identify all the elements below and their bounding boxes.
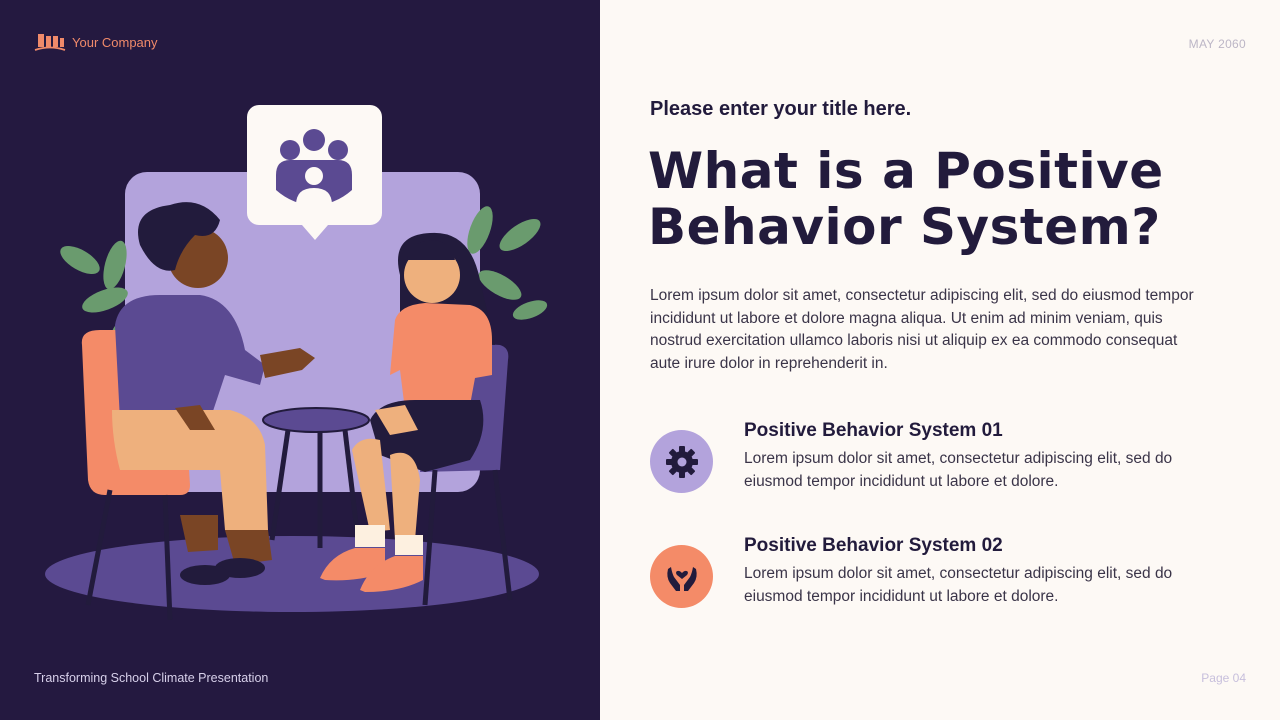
slide-subtitle: Please enter your title here. (650, 98, 912, 120)
brand: Your Company (34, 32, 158, 52)
title-line-2: Behavior System? (648, 198, 1161, 256)
page-number: Page 04 (1201, 671, 1246, 685)
slide-title: What is a Positive Behavior System? (648, 143, 1164, 255)
company-name: Your Company (72, 34, 158, 50)
feature-text: Lorem ipsum dolor sit amet, consectetur … (744, 450, 1173, 490)
date-label: MAY 2060 (1188, 37, 1246, 51)
title-line-1: What is a Positive (648, 142, 1164, 200)
hands-heart-icon (666, 566, 697, 591)
presentation-title: Transforming School Climate Presentation (34, 671, 269, 685)
feature-icon-circle (650, 545, 713, 608)
feature-item-1: Positive Behavior System 01 Lorem ipsum … (650, 420, 1210, 493)
feature-text: Lorem ipsum dolor sit amet, consectetur … (744, 565, 1173, 605)
intro-paragraph: Lorem ipsum dolor sit amet, consectetur … (650, 287, 1194, 372)
building-columns-icon (34, 34, 66, 51)
feature-title: Positive Behavior System 01 (744, 420, 1003, 441)
gear-icon (665, 445, 698, 478)
feature-item-2: Positive Behavior System 02 Lorem ipsum … (650, 535, 1210, 608)
illustration-panel: Your Company (0, 0, 600, 720)
counseling-illustration (45, 105, 548, 620)
content-panel: MAY 2060 Page 04 (600, 0, 1280, 720)
feature-icon-circle (650, 430, 713, 493)
group-people-icon (276, 129, 352, 205)
feature-title: Positive Behavior System 02 (744, 535, 1003, 556)
